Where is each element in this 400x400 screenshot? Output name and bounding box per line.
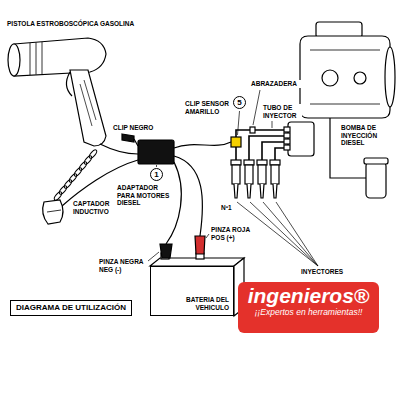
strobe-gun-trigger (66, 72, 72, 96)
cord-loop (88, 149, 98, 159)
leader-line (272, 121, 273, 128)
part-label: CLIP SENSOR AMARILLO (184, 100, 232, 115)
black-clamp (160, 244, 172, 258)
injector-body (258, 165, 266, 184)
battery-box: BATERIA DEL VEHICULO (150, 266, 234, 316)
cord-loop (78, 161, 88, 171)
leader-line (148, 252, 159, 261)
pump-flange (385, 47, 395, 107)
pump-head (288, 122, 314, 156)
injector-body (232, 165, 240, 184)
injector-nozzle (273, 184, 277, 198)
outlet-nut (284, 145, 290, 150)
inductive-pickup (43, 200, 63, 224)
part-label: ABRAZADERA (250, 80, 302, 88)
injector-nozzle (234, 184, 238, 198)
leader-line (238, 111, 240, 135)
cord-loop (63, 179, 73, 189)
yellow-sensor-wire (174, 142, 231, 148)
fuel-filter-cap (364, 158, 388, 164)
leader-line (253, 90, 260, 125)
coiled-cord (53, 149, 98, 201)
watermark-badge: ingenieros®¡¡Expertos en herramientas!! (238, 282, 379, 333)
yellow-sensor-clip (231, 137, 241, 147)
strobe-gun-grip-lines (80, 80, 96, 126)
injector-body (271, 165, 279, 184)
injector-tubes (236, 130, 288, 162)
pump-body (300, 36, 390, 118)
injector-nut (257, 160, 267, 165)
outlet-nut (284, 139, 290, 144)
injector-nut (244, 160, 254, 165)
injector (257, 160, 267, 198)
injector (231, 160, 241, 198)
callout-number: 1 (150, 168, 163, 181)
battery-label: BATERIA DEL VEHICULO (173, 296, 229, 311)
black-clip (122, 134, 134, 142)
leader-line (156, 165, 157, 167)
pump-boss (322, 70, 338, 86)
diagram-title: DIAGRAMA DE UTILIZACIÓN (10, 300, 132, 316)
part-label: INYECTORES (300, 268, 362, 276)
part-label: PINZA ROJA POS (+) (210, 226, 256, 241)
black-clip-wire (134, 139, 138, 146)
leader-line (206, 234, 209, 238)
injector-nut (231, 160, 241, 165)
part-label: ADAPTADOR PARA MOTORES DIESEL (116, 184, 174, 207)
part-label: Nº1 (220, 204, 236, 212)
red-clamp (195, 236, 205, 254)
fuel-filter (366, 162, 386, 198)
part-label: CLIP NEGRO (112, 124, 164, 132)
red-wire (174, 156, 202, 236)
injector (244, 160, 254, 198)
injector (270, 160, 280, 198)
strobe-gun-body (14, 38, 106, 76)
injector-nut (270, 160, 280, 165)
cord-loop (83, 155, 93, 165)
strobe-gun-ribs (30, 42, 42, 75)
part-label: PISTOLA ESTROBOSCÓPICA GASOLINA (6, 20, 168, 28)
tube-clamp (250, 127, 255, 133)
cord-loop (58, 185, 68, 195)
part-label: PINZA NEGRA NEG (-) (98, 258, 148, 273)
callout-text: 5 (237, 98, 241, 107)
injector-nozzle (260, 184, 264, 198)
brand-text: ingenieros® (248, 285, 370, 307)
cord-loop (68, 173, 78, 183)
cord-loop (73, 167, 83, 177)
callout-number: 5 (233, 96, 246, 109)
strobe-gun-lens (8, 44, 20, 76)
brand-text: ¡¡Expertos en herramientas!! (255, 307, 363, 317)
part-label: CAPTADOR INDUCTIVO (72, 200, 114, 215)
part-label: TUBO DE INYECTOR (262, 104, 302, 119)
pump-boss (354, 72, 366, 84)
injector-body (245, 165, 253, 184)
pickup-jaw-line (47, 210, 61, 212)
pump-detail (310, 50, 380, 104)
injector-nozzle (247, 184, 251, 198)
strobe-gun-handle (70, 70, 106, 146)
outlet-nut (284, 127, 290, 132)
callout-text: 1 (154, 170, 158, 179)
outlet-nut (284, 133, 290, 138)
part-label: BOMBA DE INYECCIÓN DIESEL (340, 124, 396, 147)
diesel-adapter (138, 140, 174, 164)
gun-lead (100, 144, 138, 154)
